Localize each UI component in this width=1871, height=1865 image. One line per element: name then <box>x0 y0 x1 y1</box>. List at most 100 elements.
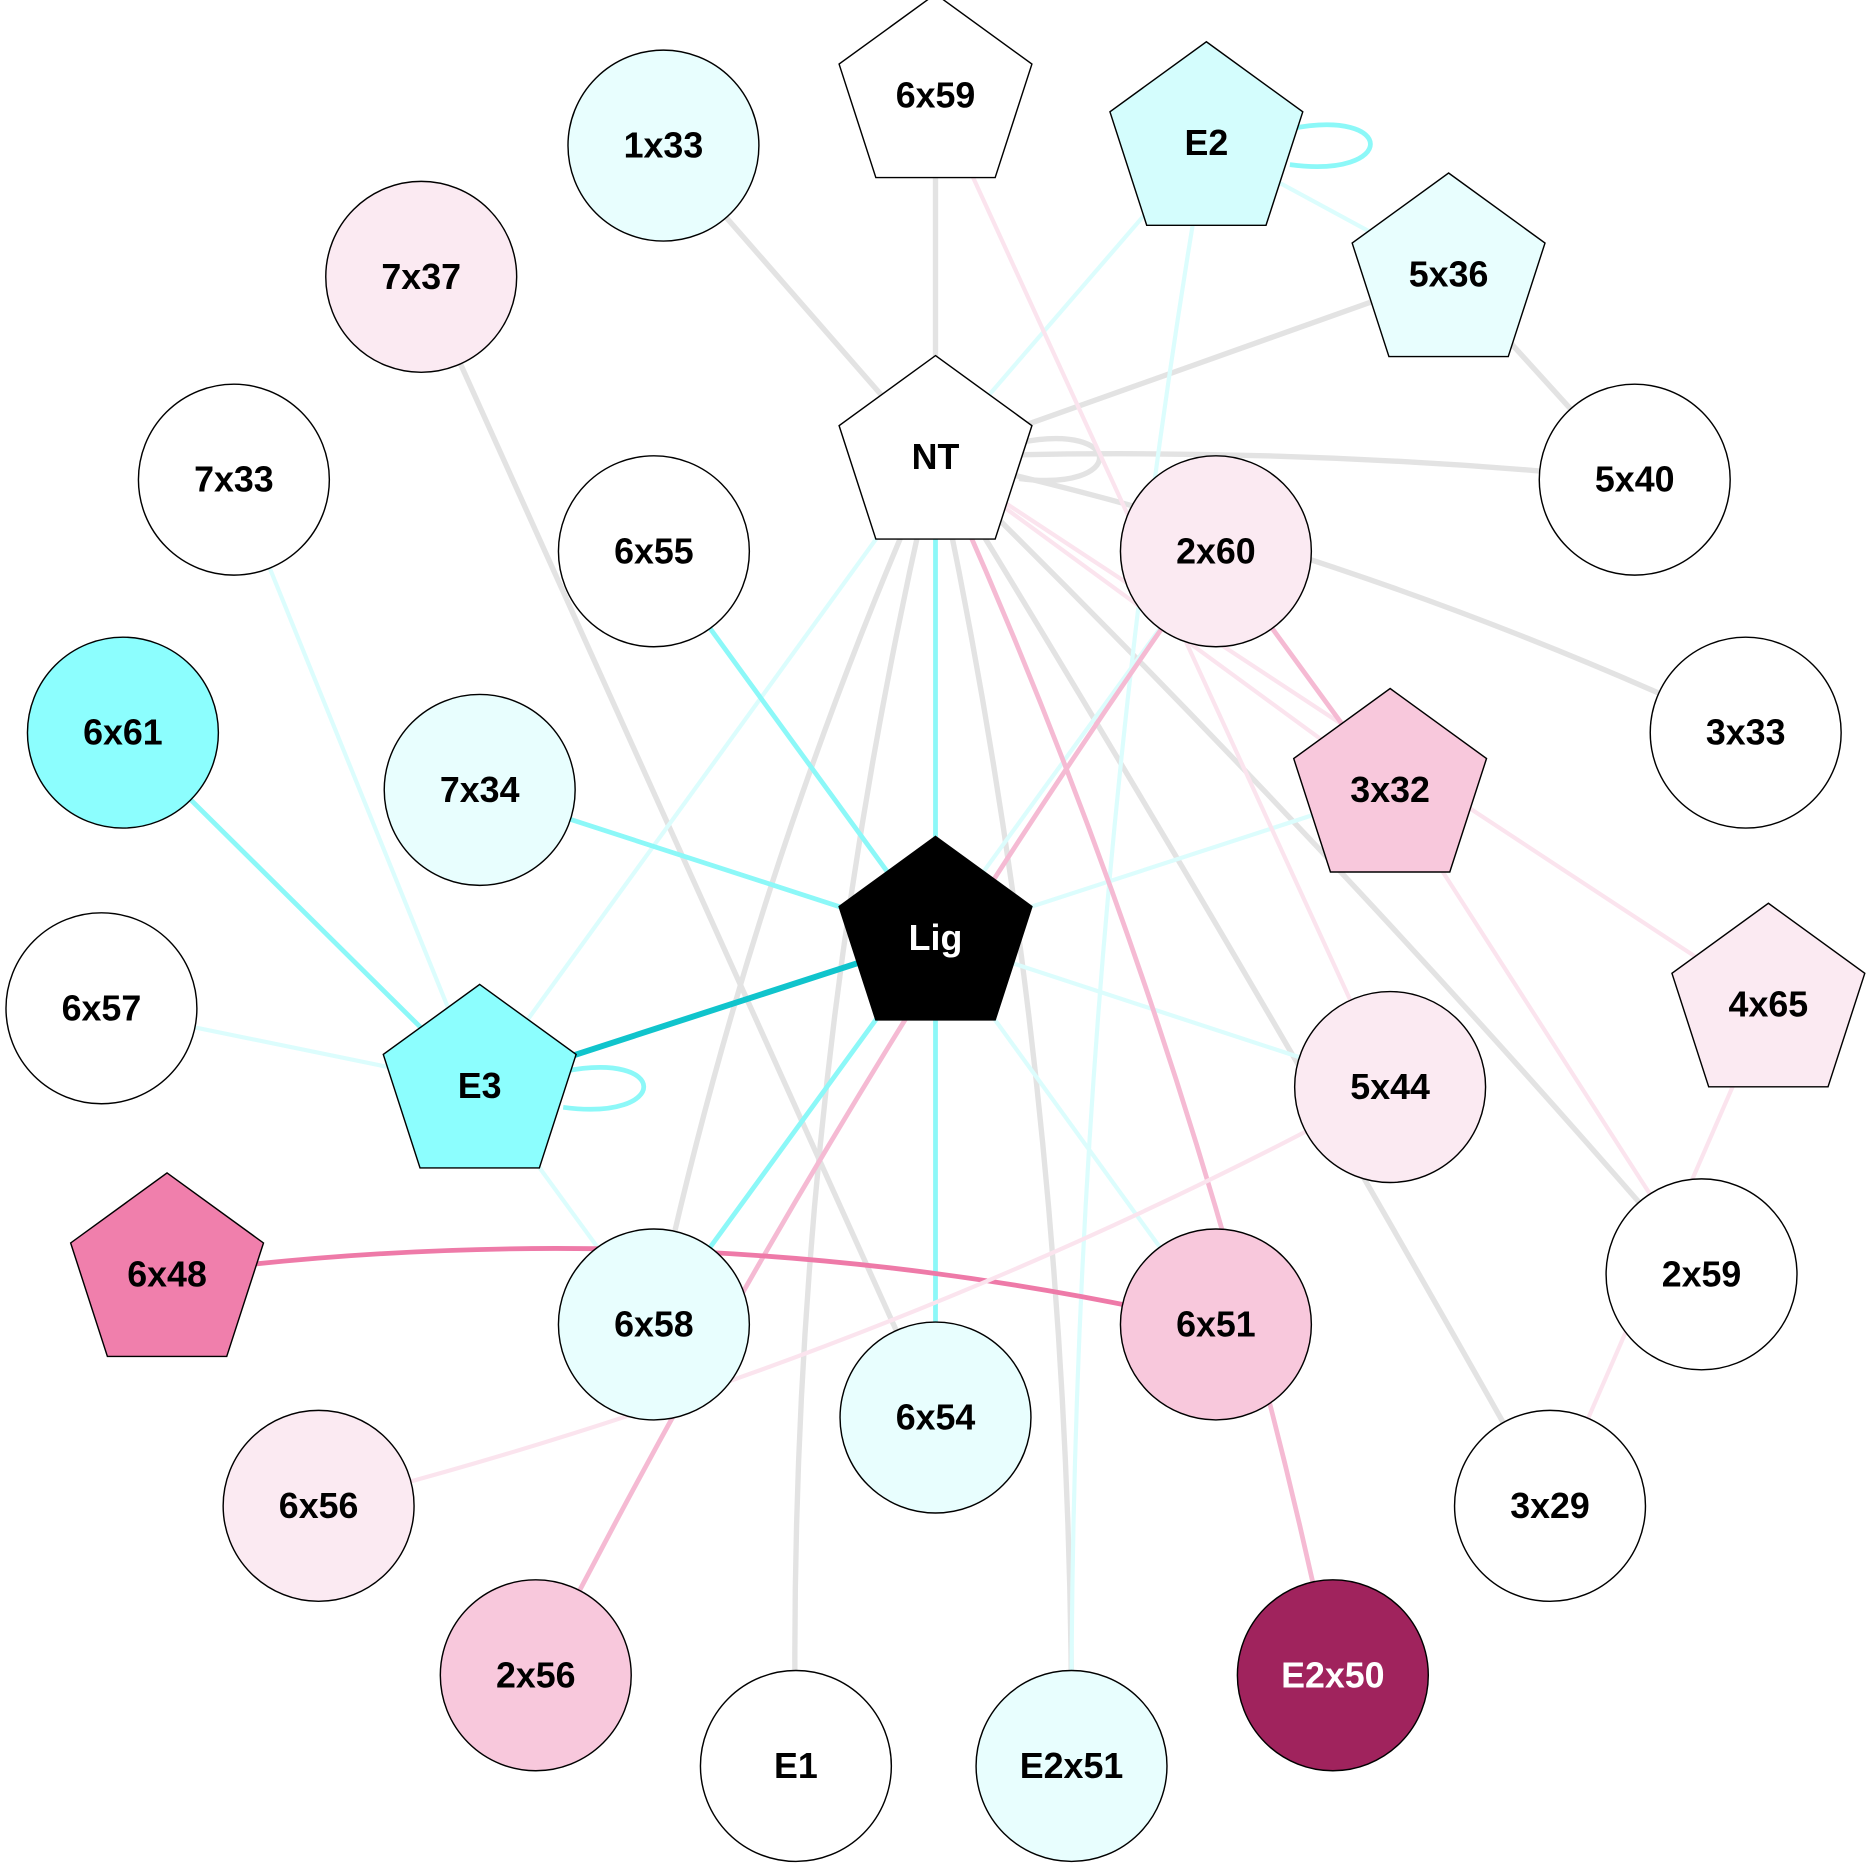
node-E3: E3 <box>382 983 577 1169</box>
node-2x56: 2x56 <box>439 1579 632 1772</box>
node-label: 6x54 <box>896 1398 976 1438</box>
edge-NT-E2x51 <box>932 456 1075 1766</box>
node-7x37: 7x37 <box>325 180 518 373</box>
node-label: E2x50 <box>1281 1655 1384 1695</box>
node-circle-shape <box>1119 455 1313 648</box>
node-circle-shape <box>439 1579 632 1772</box>
node-6x54: 6x54 <box>839 1321 1032 1514</box>
edge-NT-2x59 <box>933 455 1704 1277</box>
node-label: 5x40 <box>1595 460 1675 500</box>
edge-E3-E3 <box>562 1065 647 1112</box>
edge-2x60-2x56 <box>533 549 1218 1677</box>
node-circle-shape <box>975 1669 1168 1863</box>
node-circle-shape <box>557 455 751 648</box>
node-label: 5x36 <box>1409 254 1489 294</box>
edge-NT-E3 <box>477 455 938 1088</box>
node-circle-shape <box>1293 990 1487 1184</box>
node-label: 6x59 <box>896 75 976 115</box>
node-label: E1 <box>774 1746 818 1786</box>
node-circle-shape <box>1649 636 1842 829</box>
edge-NT-E1 <box>792 456 939 1767</box>
node-Lig: Lig <box>838 835 1033 1021</box>
node-pentagon-shape <box>69 1172 265 1358</box>
node-label: 2x59 <box>1662 1254 1742 1294</box>
node-circle-shape <box>26 636 220 829</box>
node-3x29: 3x29 <box>1453 1409 1647 1603</box>
node-label: 7x33 <box>194 460 274 500</box>
edge-NT-3x29 <box>933 455 1553 1508</box>
node-pentagon-shape <box>838 835 1033 1021</box>
node-circle-shape <box>839 1321 1032 1514</box>
node-circle-shape <box>1605 1178 1798 1371</box>
node-circle-shape <box>383 693 576 887</box>
node-circle-shape <box>1236 1579 1430 1772</box>
node-6x56: 6x56 <box>222 1409 415 1603</box>
node-label: 6x57 <box>62 988 142 1028</box>
node-circle-shape <box>5 912 198 1105</box>
node-label: E2 <box>1184 123 1228 163</box>
node-label: 2x56 <box>496 1655 576 1695</box>
edge-E2-E2 <box>1289 122 1373 169</box>
node-circle-shape <box>325 180 518 373</box>
node-circle-shape <box>222 1409 415 1603</box>
node-E2x51: E2x51 <box>975 1669 1168 1863</box>
node-6x58: 6x58 <box>557 1228 751 1421</box>
node-label: 3x32 <box>1350 770 1430 810</box>
node-7x34: 7x34 <box>383 693 576 887</box>
node-pentagon-shape <box>1671 902 1866 1088</box>
node-3x32: 3x32 <box>1292 687 1488 873</box>
node-E1: E1 <box>699 1669 893 1863</box>
node-label: 4x65 <box>1729 985 1809 1025</box>
node-label: E2x51 <box>1020 1746 1123 1786</box>
edge-NT-E2x50 <box>933 456 1336 1676</box>
node-label: 7x37 <box>381 257 461 297</box>
node-NT: NT <box>838 354 1033 540</box>
node-6x51: 6x51 <box>1119 1228 1313 1421</box>
node-2x60: 2x60 <box>1119 455 1313 648</box>
edge-NT-NT <box>1018 436 1103 484</box>
node-6x59: 6x59 <box>838 0 1033 179</box>
node-1x33: 1x33 <box>567 49 760 242</box>
node-label: NT <box>912 437 960 477</box>
node-label: 3x33 <box>1706 713 1786 753</box>
node-label: 5x44 <box>1350 1067 1430 1107</box>
node-5x44: 5x44 <box>1293 990 1487 1184</box>
node-3x33: 3x33 <box>1649 636 1842 829</box>
node-label: 1x33 <box>624 126 704 166</box>
node-circle-shape <box>137 383 331 576</box>
node-label: 6x55 <box>614 531 694 571</box>
node-circle-shape <box>567 49 760 242</box>
node-label: 6x48 <box>127 1254 207 1294</box>
node-E2x50: E2x50 <box>1236 1579 1430 1772</box>
node-pentagon-shape <box>838 354 1033 540</box>
edge-NT-5x40 <box>935 451 1635 483</box>
node-pentagon-shape <box>838 0 1033 179</box>
node-circle-shape <box>1453 1409 1647 1603</box>
node-label: 6x51 <box>1176 1304 1256 1344</box>
node-label: 6x61 <box>83 713 163 753</box>
node-label: 6x56 <box>279 1486 359 1526</box>
node-circle-shape <box>1119 1228 1313 1421</box>
edge-NT-3x33 <box>934 454 1747 736</box>
node-label: 6x58 <box>614 1304 694 1344</box>
node-6x48: 6x48 <box>69 1172 265 1358</box>
node-label: 7x34 <box>440 770 520 810</box>
node-pentagon-shape <box>1292 687 1488 873</box>
node-circle-shape <box>699 1669 893 1863</box>
node-circle-shape <box>1538 383 1731 576</box>
node-6x55: 6x55 <box>557 455 751 648</box>
node-label: E3 <box>458 1066 502 1106</box>
node-pentagon-shape <box>1351 172 1546 358</box>
node-label: Lig <box>909 918 963 958</box>
edge-7x37-6x54 <box>418 275 938 1419</box>
node-6x57: 6x57 <box>5 912 198 1105</box>
node-4x65: 4x65 <box>1671 902 1866 1088</box>
node-pentagon-shape <box>382 983 577 1169</box>
node-label: 2x60 <box>1176 531 1256 571</box>
node-circle-shape <box>557 1228 751 1421</box>
node-5x36: 5x36 <box>1351 172 1546 358</box>
node-2x59: 2x59 <box>1605 1178 1798 1371</box>
node-7x33: 7x33 <box>137 383 331 576</box>
